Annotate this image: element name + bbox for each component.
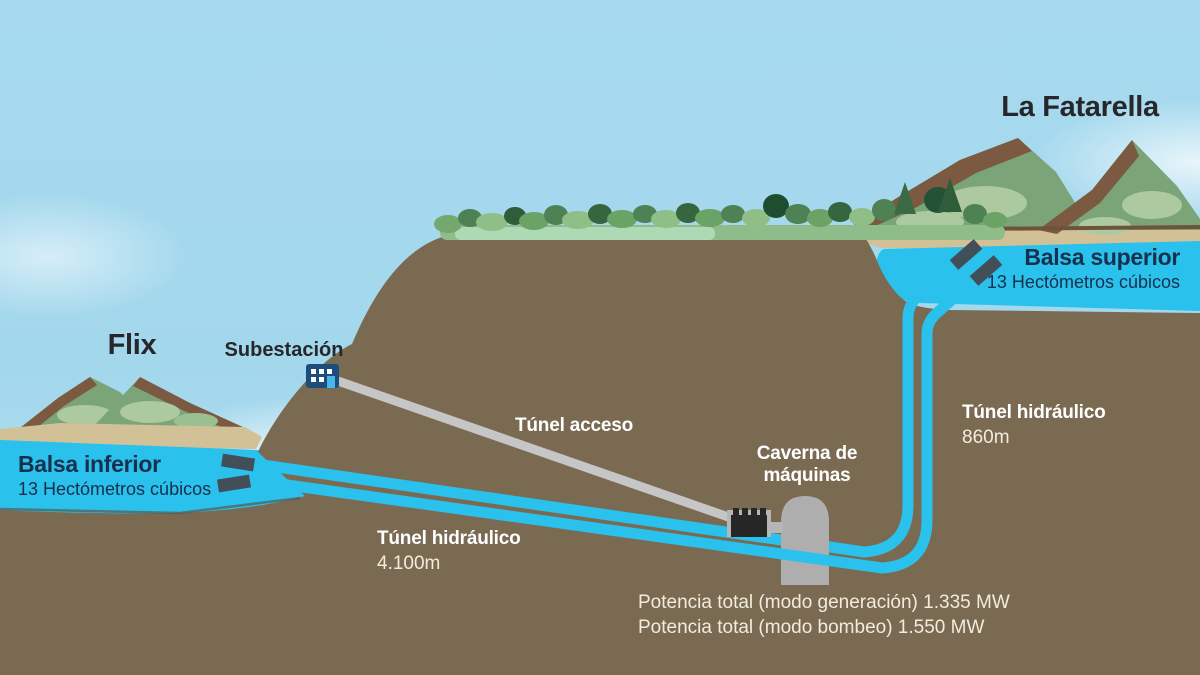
balsa-superior-volume: 13 Hectómetros cúbicos — [986, 272, 1180, 293]
lower-shore-sand — [0, 423, 262, 449]
label-flix: Flix — [107, 329, 157, 361]
tree-band — [434, 178, 1007, 233]
pipe-intake-tips — [216, 239, 1003, 493]
cavern-shape — [781, 496, 829, 585]
penstock-pipe-lower — [251, 277, 976, 574]
label-tunel-acceso: Túnel acceso — [515, 415, 633, 436]
fatarella-mountains — [846, 138, 1200, 235]
label-balsa-superior: Balsa superior 13 Hectómetros cúbicos — [987, 244, 1180, 293]
substation-building-icon — [306, 364, 339, 388]
label-subestacion: Subestación — [224, 339, 344, 361]
tunel-inferior-length: 4.100m — [377, 552, 441, 574]
label-tunel-hidraulico-superior: Túnel hidráulico 860m — [962, 402, 1106, 449]
potencia-generacion: Potencia total (modo generación) 1.335 M… — [638, 592, 1010, 613]
lower-water-shadow — [0, 496, 301, 515]
caverna-line2: máquinas — [763, 465, 851, 486]
label-caverna: Caverna de máquinas — [756, 443, 858, 487]
tunel-superior-title: Túnel hidráulico — [962, 402, 1106, 423]
label-balsa-inferior: Balsa inferior 13 Hectómetros cúbicos — [18, 451, 211, 500]
potencia-bombeo: Potencia total (modo bombeo) 1.550 MW — [638, 617, 985, 638]
balsa-inferior-volume: 13 Hectómetros cúbicos — [18, 479, 212, 500]
balsa-inferior-title: Balsa inferior — [18, 451, 161, 477]
tunel-inferior-title: Túnel hidráulico — [377, 528, 521, 549]
balsa-superior-title: Balsa superior — [1024, 244, 1180, 270]
label-la-fatarella: La Fatarella — [1001, 91, 1159, 123]
tunel-superior-length: 860m — [962, 426, 1010, 448]
caverna-line1: Caverna de — [756, 443, 858, 464]
penstock-pipe-upper — [255, 261, 956, 558]
label-tunel-hidraulico-inferior: Túnel hidráulico 4.100m — [377, 528, 521, 575]
flix-mountains — [20, 377, 245, 431]
access-tunnel-line — [336, 376, 739, 525]
powerhouse-machine-icon — [727, 508, 783, 537]
label-potencia: Potencia total (modo generación) 1.335 M… — [638, 590, 1010, 640]
